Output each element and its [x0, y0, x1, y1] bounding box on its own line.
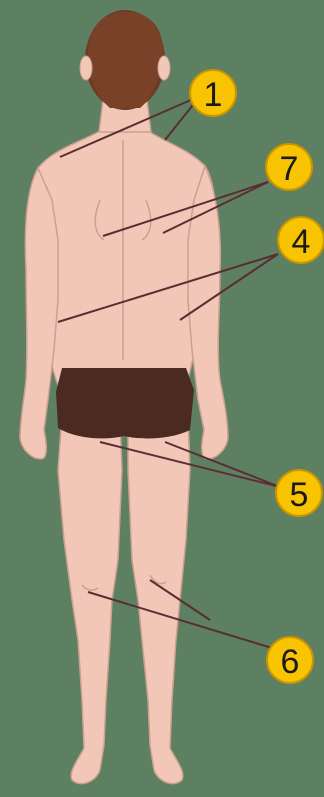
callout-4: 4	[278, 217, 324, 263]
body	[20, 100, 228, 784]
right-ear	[158, 56, 170, 80]
callout-7-label: 7	[280, 150, 299, 188]
right-arm	[188, 166, 228, 459]
callout-4-label: 4	[292, 223, 311, 261]
callout-6-label: 6	[281, 643, 300, 681]
callout-7: 7	[266, 144, 312, 190]
left-arm	[20, 168, 58, 459]
callout-5: 5	[276, 470, 322, 516]
callout-1: 1	[190, 70, 236, 116]
head	[80, 10, 170, 110]
callout-5-label: 5	[290, 476, 309, 514]
underwear	[56, 368, 194, 438]
callout-1-label: 1	[204, 76, 223, 114]
callout-6: 6	[267, 637, 313, 683]
left-ear	[80, 56, 92, 80]
